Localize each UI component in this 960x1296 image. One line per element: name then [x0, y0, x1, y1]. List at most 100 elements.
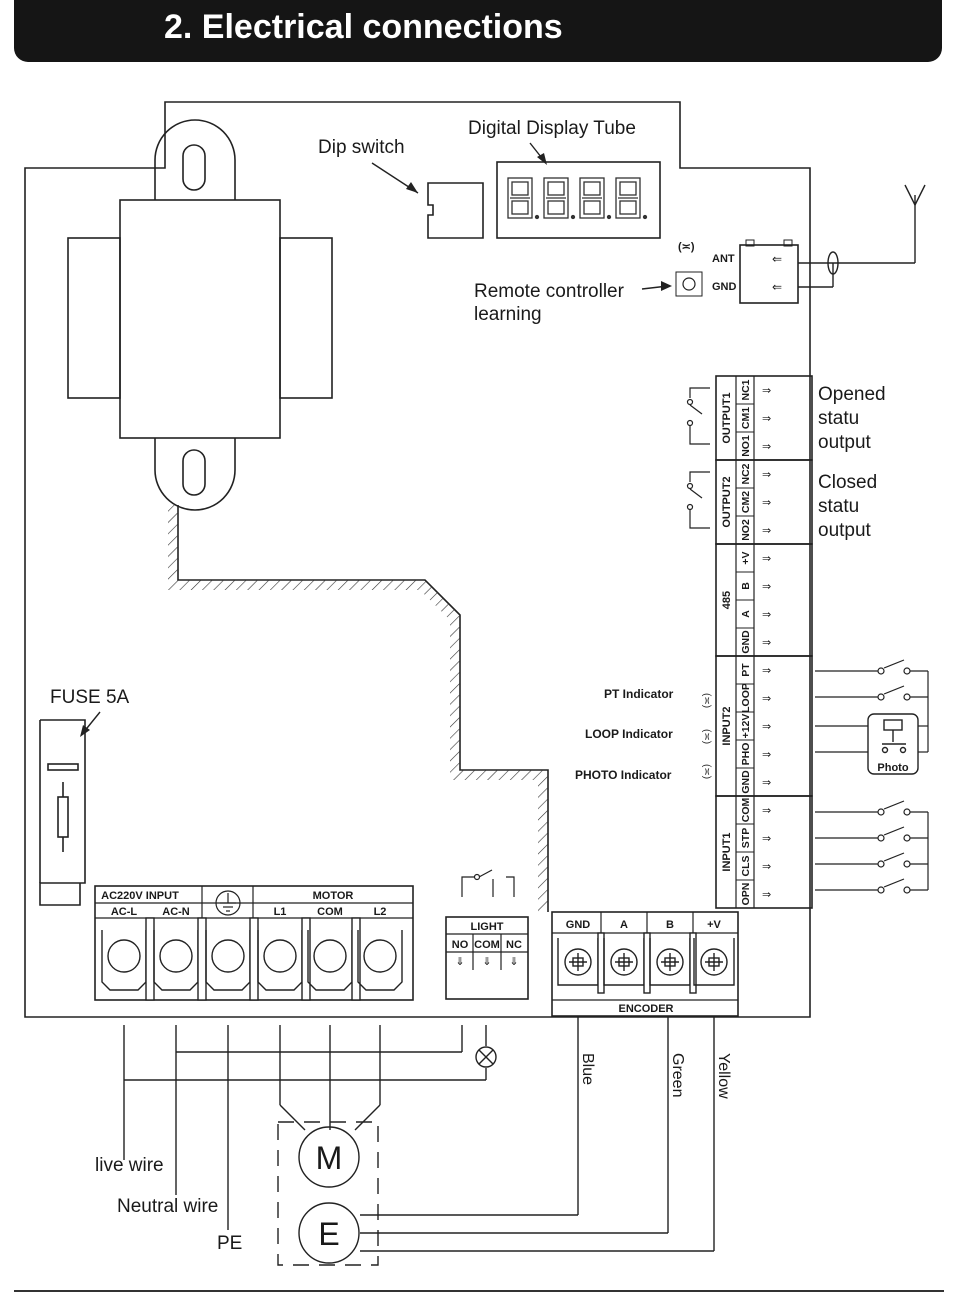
power-terminal-label: AC-L: [111, 906, 138, 918]
svg-text:⇐: ⇐: [772, 280, 782, 294]
light-terminal-block: NO⇓COM⇓NC⇓: [445, 916, 529, 1000]
remote-learning-button[interactable]: [675, 271, 703, 297]
terminal-pin-label: OPN: [740, 883, 752, 906]
section-title: 2. Electrical connections: [164, 8, 563, 46]
terminal-pin-label: +12V: [740, 714, 752, 739]
terminal-screw-icon: ⇒: [762, 861, 771, 873]
ant-label: ANT: [712, 253, 735, 265]
encoder-screw-terminal: [603, 932, 651, 994]
power-terminal-label: AC-N: [162, 906, 190, 918]
terminal-pin-label: B: [740, 582, 752, 590]
photo-led-icon: (≍): [701, 764, 712, 779]
ac-input-label: AC220V INPUT: [101, 890, 179, 902]
terminal-screw-icon: ⇒: [762, 637, 771, 649]
terminal-screw-icon: ⇒: [762, 693, 771, 705]
power-terminal-label: L2: [374, 906, 387, 918]
live-wire-label: live wire: [95, 1155, 164, 1176]
terminal-screw-icon: ⇒: [762, 721, 771, 733]
closed-output-label-1: Closed: [818, 472, 877, 493]
motor-symbol: M: [316, 1140, 343, 1176]
pe-label: PE: [217, 1233, 242, 1254]
green-wire-label: Green: [669, 1053, 686, 1097]
terminal-screw-icon: ⇒: [762, 413, 771, 425]
pt-indicator-label: PT Indicator: [604, 687, 674, 701]
photo-sensor: [867, 713, 919, 775]
learn-led-icon: (≍): [678, 241, 695, 253]
encoder-screw-terminal: [649, 932, 697, 994]
power-screw-terminal: [205, 917, 259, 1001]
dip-switch-label: Dip switch: [318, 137, 405, 158]
terminal-pin-label: NO1: [740, 435, 752, 457]
terminal-pin-label: CM2: [740, 491, 752, 513]
terminal-pin-label: LOOP: [740, 683, 752, 713]
terminal-pin-label: NC1: [740, 379, 752, 400]
terminal-group-label: OUTPUT1: [721, 392, 733, 443]
antenna-wiring: [798, 184, 926, 288]
light-label: LIGHT: [471, 921, 504, 933]
power-screw-terminal: [257, 917, 311, 1001]
power-screw-terminal: [307, 917, 361, 1001]
terminal-pin-label: NC2: [740, 463, 752, 484]
encoder-screw-terminal: [557, 932, 605, 994]
terminal-pin-label: GND: [740, 770, 752, 794]
dip-switch[interactable]: [427, 182, 484, 239]
encoder-symbol: E: [318, 1216, 339, 1252]
power-screw-terminal: [357, 930, 403, 991]
encoder-terminal-label: B: [666, 919, 674, 931]
yellow-wire-label: Yellow: [715, 1053, 732, 1099]
light-terminal-label: NO: [452, 939, 469, 951]
terminal-screw-icon: ⇓: [455, 956, 464, 968]
terminal-screw-icon: ⇒: [762, 777, 771, 789]
blue-wire-label: Blue: [579, 1053, 596, 1085]
terminal-screw-icon: ⇓: [509, 956, 518, 968]
terminal-screw-icon: ⇒: [762, 609, 771, 621]
terminal-group-label: INPUT2: [721, 706, 733, 745]
external-switches: [815, 659, 929, 894]
output-relay-symbols: [686, 387, 710, 529]
terminal-screw-icon: ⇓: [482, 956, 491, 968]
fuse-label: FUSE 5A: [50, 687, 130, 708]
lower-wiring: [123, 1017, 715, 1266]
terminal-screw-icon: ⇒: [762, 665, 771, 677]
encoder-terminal-label: GND: [566, 919, 591, 931]
terminal-screw-icon: ⇒: [762, 805, 771, 817]
terminal-screw-icon: ⇒: [762, 385, 771, 397]
encoder-label: ENCODER: [618, 1003, 673, 1015]
svg-text:⇐: ⇐: [772, 252, 782, 266]
remote-learning-label-1: Remote controller: [474, 281, 625, 302]
opened-output-label-1: Opened: [818, 384, 886, 405]
light-relay-symbol: [461, 869, 515, 897]
terminal-screw-icon: ⇒: [762, 553, 771, 565]
board-outline: [24, 101, 811, 1018]
closed-output-label-3: output: [818, 520, 872, 541]
terminal-screw-icon: ⇒: [762, 469, 771, 481]
loop-indicator-label: LOOP Indicator: [585, 727, 673, 741]
power-screw-terminal: [101, 917, 155, 1001]
terminal-group-label: OUTPUT2: [721, 476, 733, 527]
terminal-group-label: INPUT1: [721, 832, 733, 871]
encoder-screw-terminal: [693, 938, 735, 986]
terminal-screw-icon: ⇒: [762, 889, 771, 901]
terminal-pin-label: PHO: [740, 743, 752, 766]
terminal-pin-label: A: [740, 610, 752, 618]
terminal-pin-label: NO2: [740, 519, 752, 541]
terminal-group-label: 485: [721, 591, 733, 609]
terminal-pin-label: +V: [740, 551, 752, 564]
earth-icon: [215, 890, 241, 916]
loop-led-icon: (≍): [701, 729, 712, 744]
terminal-screw-icon: ⇒: [762, 581, 771, 593]
terminal-pin-label: CM1: [740, 407, 752, 429]
display-digit: [579, 177, 612, 220]
terminal-pin-label: CLS: [740, 856, 752, 877]
terminal-screw-icon: ⇒: [762, 525, 771, 537]
terminal-screw-icon: ⇒: [762, 497, 771, 509]
closed-output-label-2: statu: [818, 496, 859, 517]
digital-display-tube: [496, 161, 661, 239]
opened-output-label-3: output: [818, 432, 872, 453]
